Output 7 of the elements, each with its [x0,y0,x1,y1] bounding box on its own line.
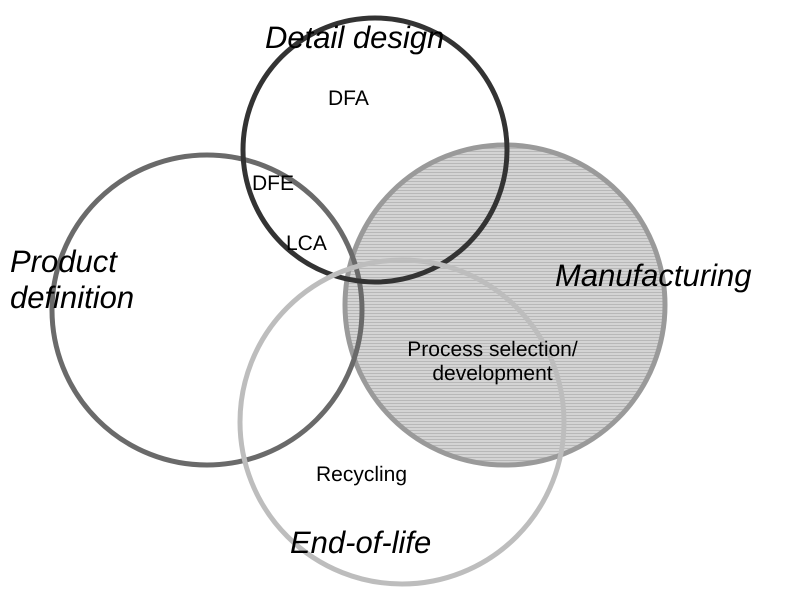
overlap-label: LCA [286,232,327,256]
circle-label: Recycling [316,463,408,488]
circle-heading: End-of-life [290,525,432,561]
overlap-label: DFE [252,172,294,196]
overlap-label: Process selection/ development [406,338,579,386]
circle-label: DFA [328,87,369,112]
circle-heading: Manufacturing [555,258,752,294]
